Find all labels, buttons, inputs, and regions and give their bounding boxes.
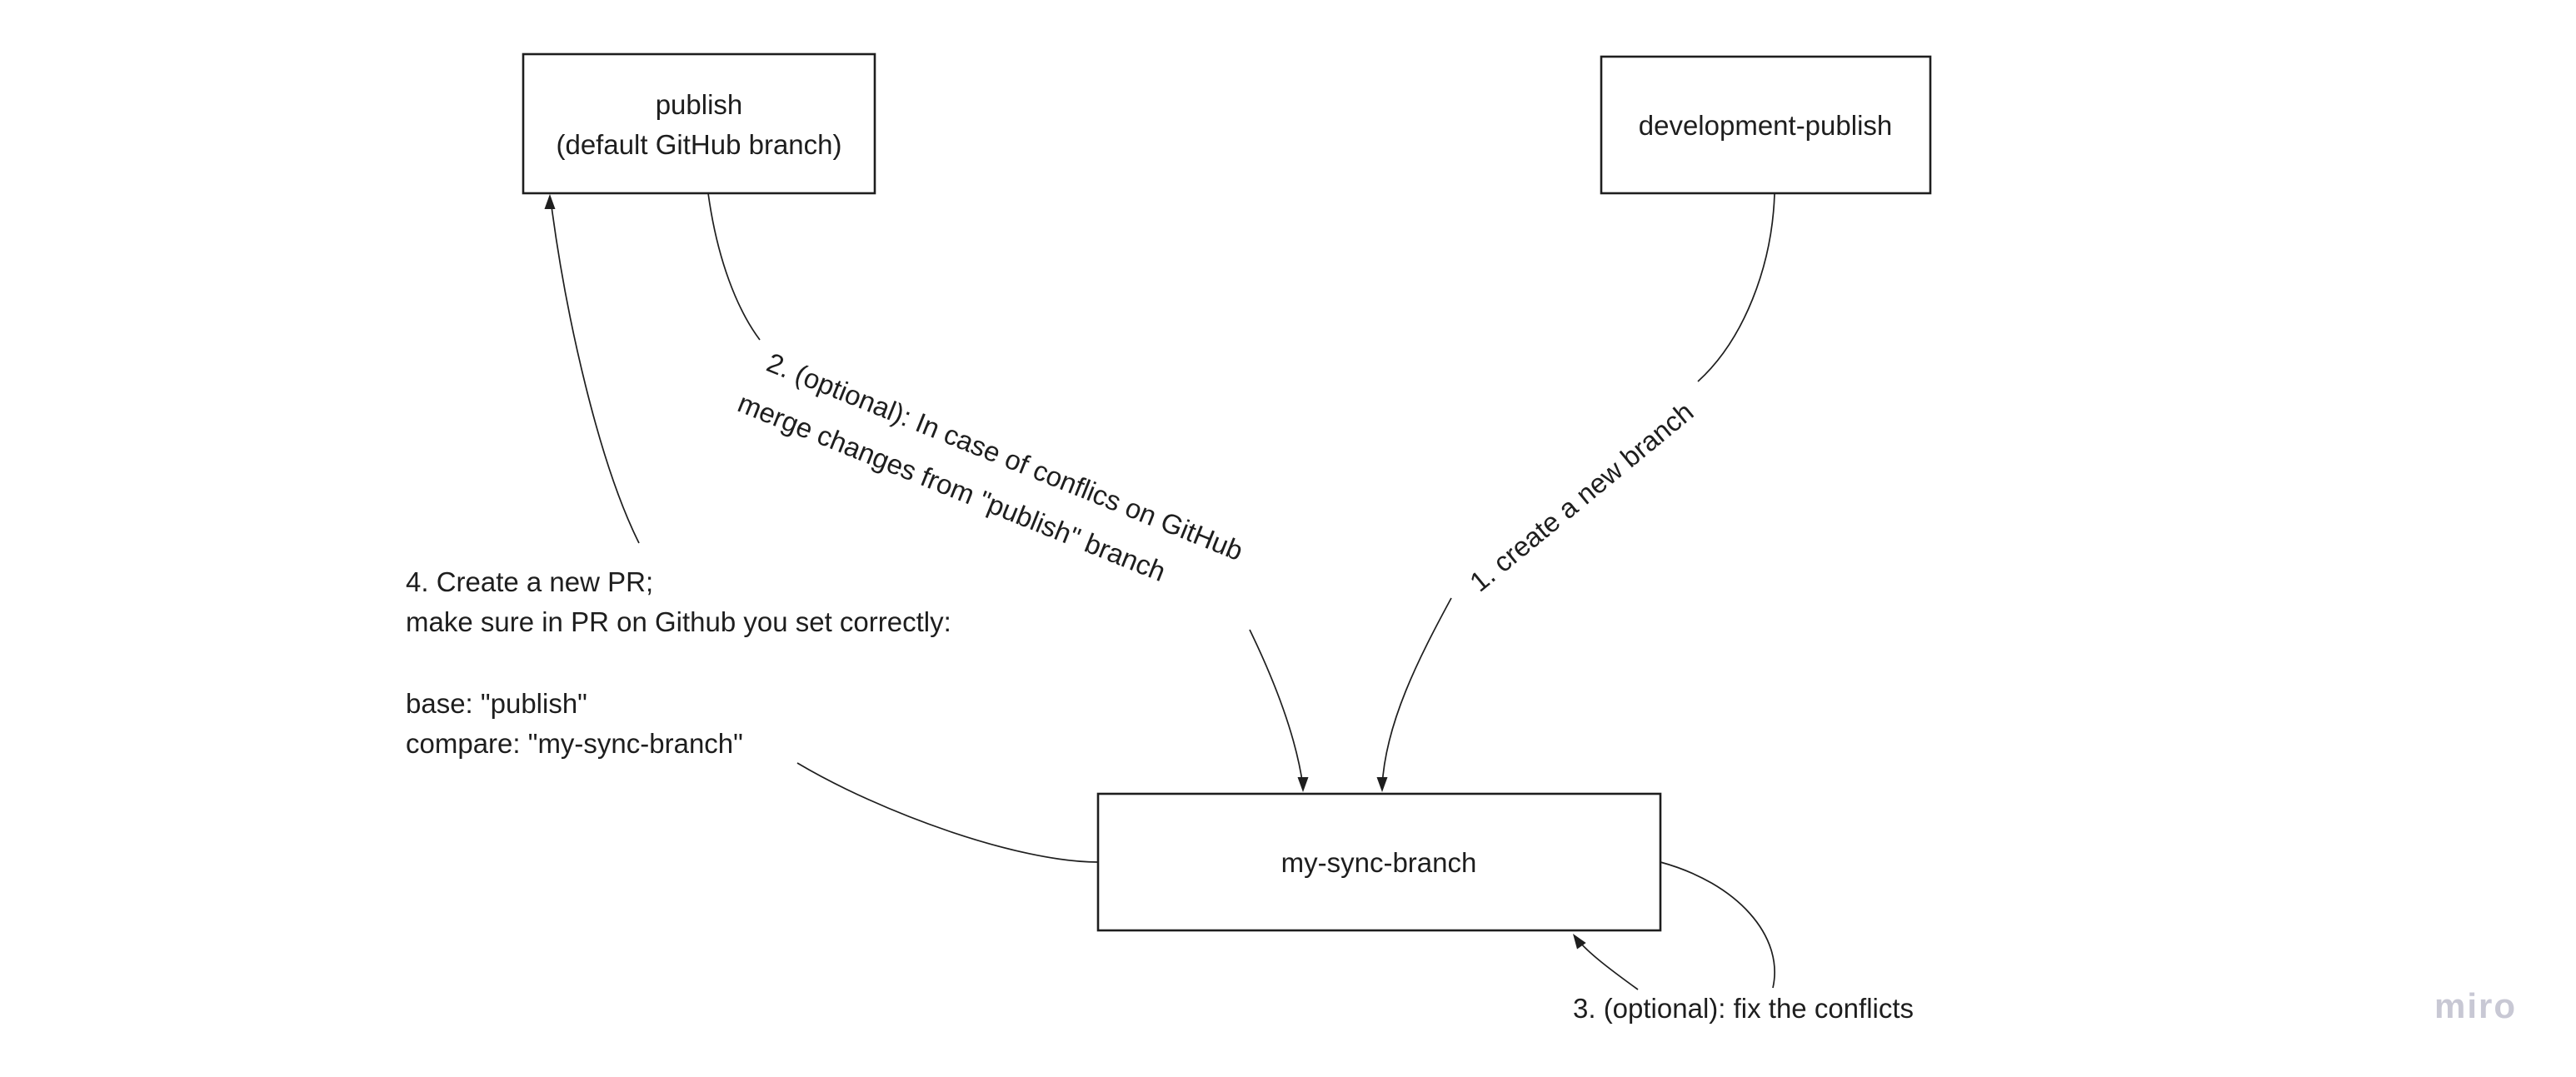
label-step4[interactable]: 4. Create a new PR; make sure in PR on G…: [406, 566, 951, 759]
miro-logo: miro: [2434, 986, 2517, 1025]
connector-fix-conflicts-loop[interactable]: [1569, 861, 1775, 990]
development-publish-box[interactable]: [1600, 55, 1932, 195]
label-step1-text: 1. create a new branch: [1464, 396, 1700, 597]
arrowhead-upleft-icon: [1573, 934, 1586, 950]
arrowhead-up-icon: [544, 194, 556, 209]
node-my-sync-branch[interactable]: my-sync-branch: [1096, 792, 1662, 932]
connector-4-lower-segment[interactable]: [796, 762, 1099, 863]
my-sync-branch-box-label: my-sync-branch: [1281, 847, 1477, 878]
connector-4-upper-segment[interactable]: [550, 199, 640, 544]
my-sync-branch-box[interactable]: [1096, 792, 1662, 932]
arrowhead-down-icon: [1297, 777, 1309, 792]
arrowhead-down-icon: [1376, 777, 1388, 792]
label-step4-line4: compare: "my-sync-branch": [406, 728, 743, 759]
label-step3[interactable]: 3. (optional): fix the conflicts: [1573, 993, 1914, 1024]
connector-3-arrow-segment[interactable]: [1575, 937, 1639, 990]
connector-1-lower-segment[interactable]: [1381, 597, 1452, 787]
label-step2[interactable]: 2. (optional): In case of conflics on Gi…: [734, 342, 1248, 611]
connector-create-new-branch[interactable]: [1376, 193, 1775, 792]
label-step4-line3: base: "publish": [406, 688, 587, 719]
label-step4-line2: make sure in PR on Github you set correc…: [406, 606, 951, 637]
connector-merge-changes[interactable]: [707, 192, 1309, 792]
publish-box-label-line1: publish: [656, 89, 743, 120]
connector-create-pr[interactable]: [544, 194, 1099, 863]
development-publish-box-label: development-publish: [1639, 110, 1893, 141]
connector-3-loop-segment[interactable]: [1660, 861, 1775, 989]
connector-2-upper-segment[interactable]: [707, 192, 761, 341]
label-step1[interactable]: 1. create a new branch: [1464, 396, 1700, 597]
connector-1-upper-segment[interactable]: [1697, 193, 1775, 382]
label-step4-line1: 4. Create a new PR;: [406, 566, 653, 597]
publish-box-label-line2: (default GitHub branch): [556, 129, 841, 160]
node-publish[interactable]: publish (default GitHub branch): [522, 52, 876, 195]
label-step3-text: 3. (optional): fix the conflicts: [1573, 993, 1914, 1024]
node-development-publish[interactable]: development-publish: [1600, 55, 1932, 195]
connector-2-lower-segment[interactable]: [1249, 629, 1304, 787]
publish-box[interactable]: [522, 52, 876, 195]
